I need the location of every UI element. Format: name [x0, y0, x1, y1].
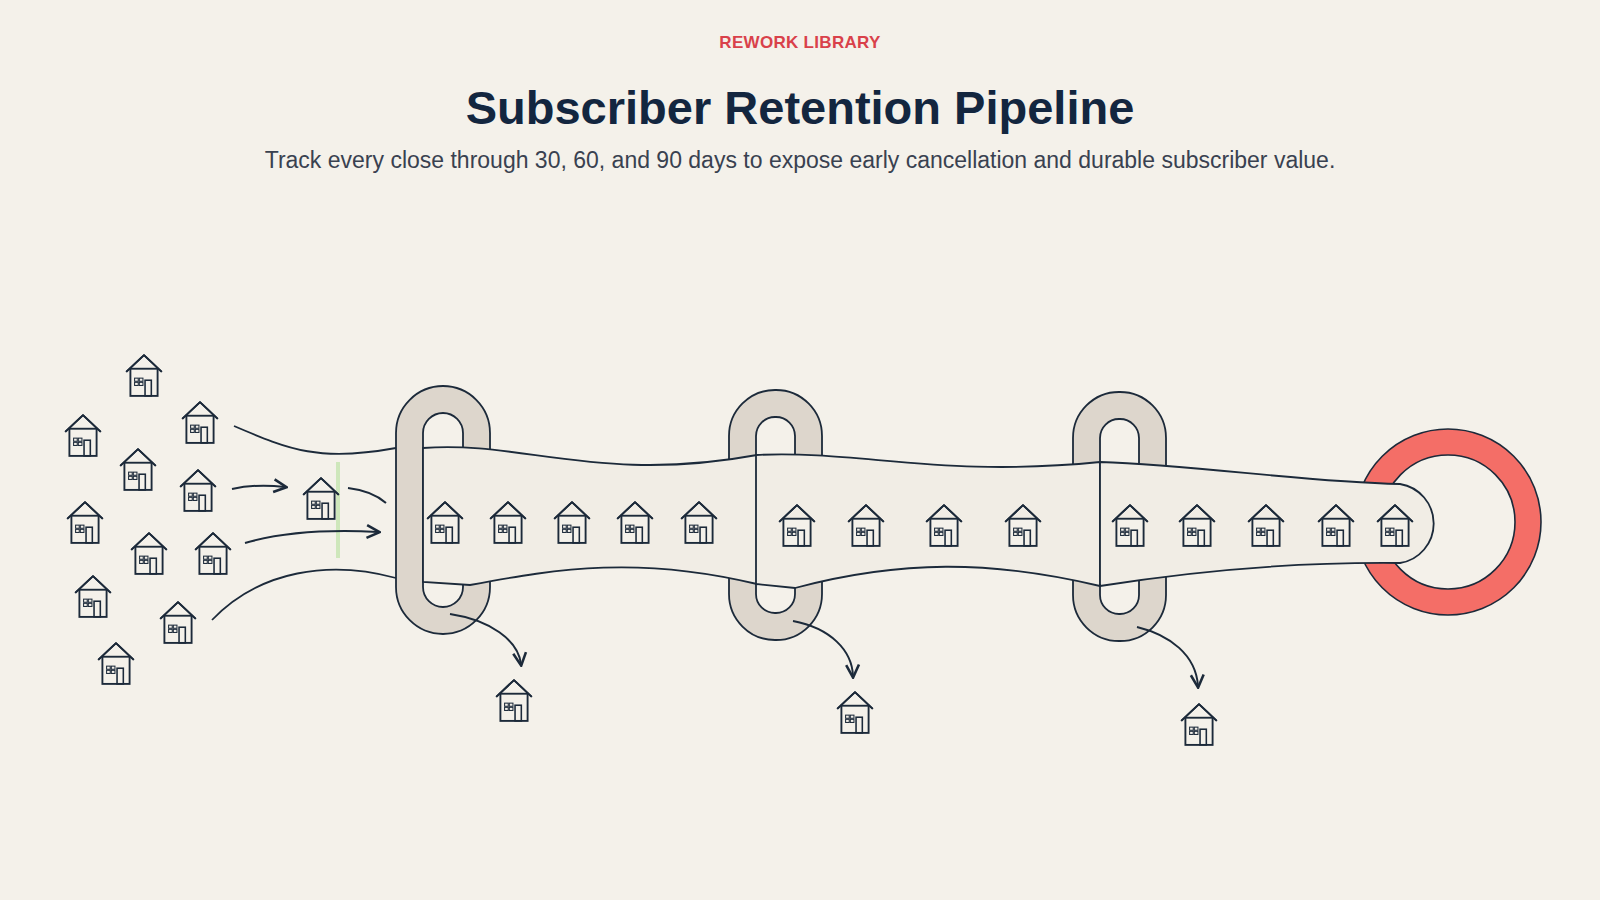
house-icon — [554, 502, 590, 543]
house-icon — [98, 643, 134, 684]
house-icon — [195, 533, 231, 574]
page-title: Subscriber Retention Pipeline — [0, 80, 1600, 135]
eyebrow-label: REWORK LIBRARY — [0, 33, 1600, 53]
house-icon — [131, 533, 167, 574]
house-icon — [120, 449, 156, 490]
dropout-arrow — [450, 614, 521, 664]
flow-arrow — [245, 531, 378, 543]
house-icon — [303, 478, 339, 519]
house-icon — [1248, 505, 1284, 546]
house-icon — [75, 576, 111, 617]
house-group — [65, 355, 1413, 745]
house-icon — [427, 502, 463, 543]
pipe-segment — [1100, 462, 1434, 586]
house-icon — [779, 505, 815, 546]
house-icon — [490, 502, 526, 543]
house-icon — [926, 505, 962, 546]
house-icon — [1318, 505, 1354, 546]
house-icon — [496, 680, 532, 721]
highlight-stroke — [336, 462, 340, 558]
house-icon — [848, 505, 884, 546]
flow-arrow — [232, 486, 285, 489]
dropout-arrow — [793, 621, 853, 676]
house-icon — [837, 692, 873, 733]
dropout-arrow — [1137, 627, 1198, 686]
house-icon — [1112, 505, 1148, 546]
house-icon — [1181, 704, 1217, 745]
house-icon — [1005, 505, 1041, 546]
funnel-line — [234, 426, 396, 454]
ring-outline — [1355, 429, 1541, 615]
funnel-line — [212, 570, 396, 620]
house-icon — [180, 470, 216, 511]
flow-arrow — [348, 488, 386, 503]
house-icon — [65, 415, 101, 456]
retention-ring — [1368, 442, 1528, 602]
pipe-segment — [423, 447, 757, 585]
house-icon — [182, 402, 218, 443]
house-icon — [1377, 505, 1413, 546]
pipe-segment — [756, 454, 1100, 588]
page-subtitle: Track every close through 30, 60, and 90… — [250, 144, 1350, 176]
house-icon — [1179, 505, 1215, 546]
house-icon — [160, 602, 196, 643]
house-icon — [681, 502, 717, 543]
house-icon — [617, 502, 653, 543]
house-icon — [126, 355, 162, 396]
house-icon — [67, 502, 103, 543]
